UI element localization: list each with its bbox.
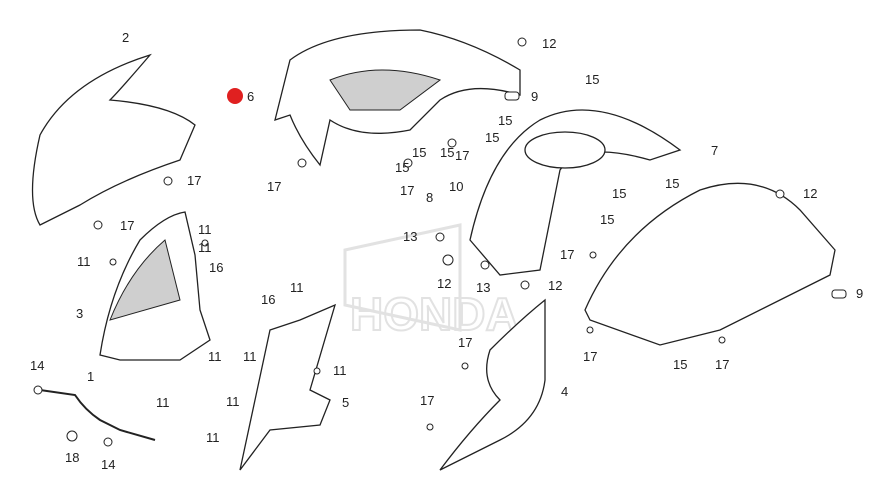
callout[interactable]: 11 — [77, 254, 91, 269]
callout[interactable]: 13 — [476, 280, 490, 295]
callout[interactable]: 15 — [665, 176, 679, 191]
callout[interactable]: 16 — [261, 292, 275, 307]
highlight-marker[interactable] — [227, 88, 243, 104]
part-6-inner — [329, 69, 442, 111]
part-1-stay[interactable] — [39, 389, 156, 441]
callout[interactable]: 5 — [342, 395, 349, 410]
callout[interactable]: 15 — [673, 357, 687, 372]
callout[interactable]: 11 — [156, 395, 170, 410]
callout[interactable]: 15 — [412, 145, 426, 160]
callout[interactable]: 17 — [715, 357, 729, 372]
callout[interactable]: 17 — [560, 247, 574, 262]
part-7-side-cover[interactable] — [584, 182, 836, 346]
callout[interactable]: 17 — [458, 335, 472, 350]
callout[interactable]: 12 — [548, 278, 562, 293]
callout[interactable]: 8 — [426, 190, 433, 205]
svg-text:HONDA: HONDA — [350, 288, 519, 340]
callout[interactable]: 11 — [208, 349, 222, 364]
callout[interactable]: 17 — [420, 393, 434, 408]
part-2-front-cowl[interactable] — [31, 53, 196, 226]
callout[interactable]: 7 — [711, 143, 718, 158]
callout[interactable]: 9 — [856, 286, 863, 301]
callout[interactable]: 15 — [395, 160, 409, 175]
callout[interactable]: 17 — [583, 349, 597, 364]
callout[interactable]: 15 — [612, 186, 626, 201]
callout[interactable]: 17 — [455, 148, 469, 163]
part-4-lower-cover[interactable] — [439, 298, 546, 471]
callout[interactable]: 12 — [437, 276, 451, 291]
callout[interactable]: 17 — [120, 218, 134, 233]
callout[interactable]: 17 — [187, 173, 201, 188]
callout[interactable]: 1 — [87, 369, 94, 384]
callout[interactable]: 12 — [803, 186, 817, 201]
callout[interactable]: 15 — [440, 145, 454, 160]
callout[interactable]: 15 — [498, 113, 512, 128]
callout[interactable]: 18 — [65, 450, 79, 465]
callout[interactable]: 11 — [333, 363, 347, 378]
callout[interactable]: 14 — [30, 358, 44, 373]
fasteners — [33, 37, 847, 447]
part-3-inner — [109, 239, 181, 321]
callout[interactable]: 11 — [206, 430, 220, 445]
honda-watermark: HONDA — [343, 223, 520, 341]
callout[interactable]: 14 — [101, 457, 115, 472]
callout[interactable]: 11 — [198, 222, 212, 237]
callout[interactable]: 3 — [76, 306, 83, 321]
callout[interactable]: 9 — [531, 89, 538, 104]
callout[interactable]: 16 — [209, 260, 223, 275]
callout[interactable]: 11 — [290, 280, 304, 295]
callout[interactable]: 15 — [585, 72, 599, 87]
callout[interactable]: 17 — [267, 179, 281, 194]
callout[interactable]: 15 — [600, 212, 614, 227]
callout[interactable]: 17 — [400, 183, 414, 198]
callout-labels: 2 6 12 15 9 15 15 15 15 15 17 17 17 17 1… — [30, 30, 863, 472]
callout[interactable]: 15 — [485, 130, 499, 145]
callout[interactable]: 10 — [449, 179, 463, 194]
callout[interactable]: 6 — [247, 89, 254, 104]
callout[interactable]: 2 — [122, 30, 129, 45]
callout[interactable]: 12 — [542, 36, 556, 51]
callout[interactable]: 13 — [403, 229, 417, 244]
callout[interactable]: 11 — [243, 349, 257, 364]
part-5-inner-panel[interactable] — [239, 303, 337, 471]
callout[interactable]: 11 — [226, 394, 240, 409]
fuel-cap-opening — [524, 131, 606, 169]
callout[interactable]: 4 — [561, 384, 568, 399]
callout[interactable]: 11 — [198, 240, 212, 255]
